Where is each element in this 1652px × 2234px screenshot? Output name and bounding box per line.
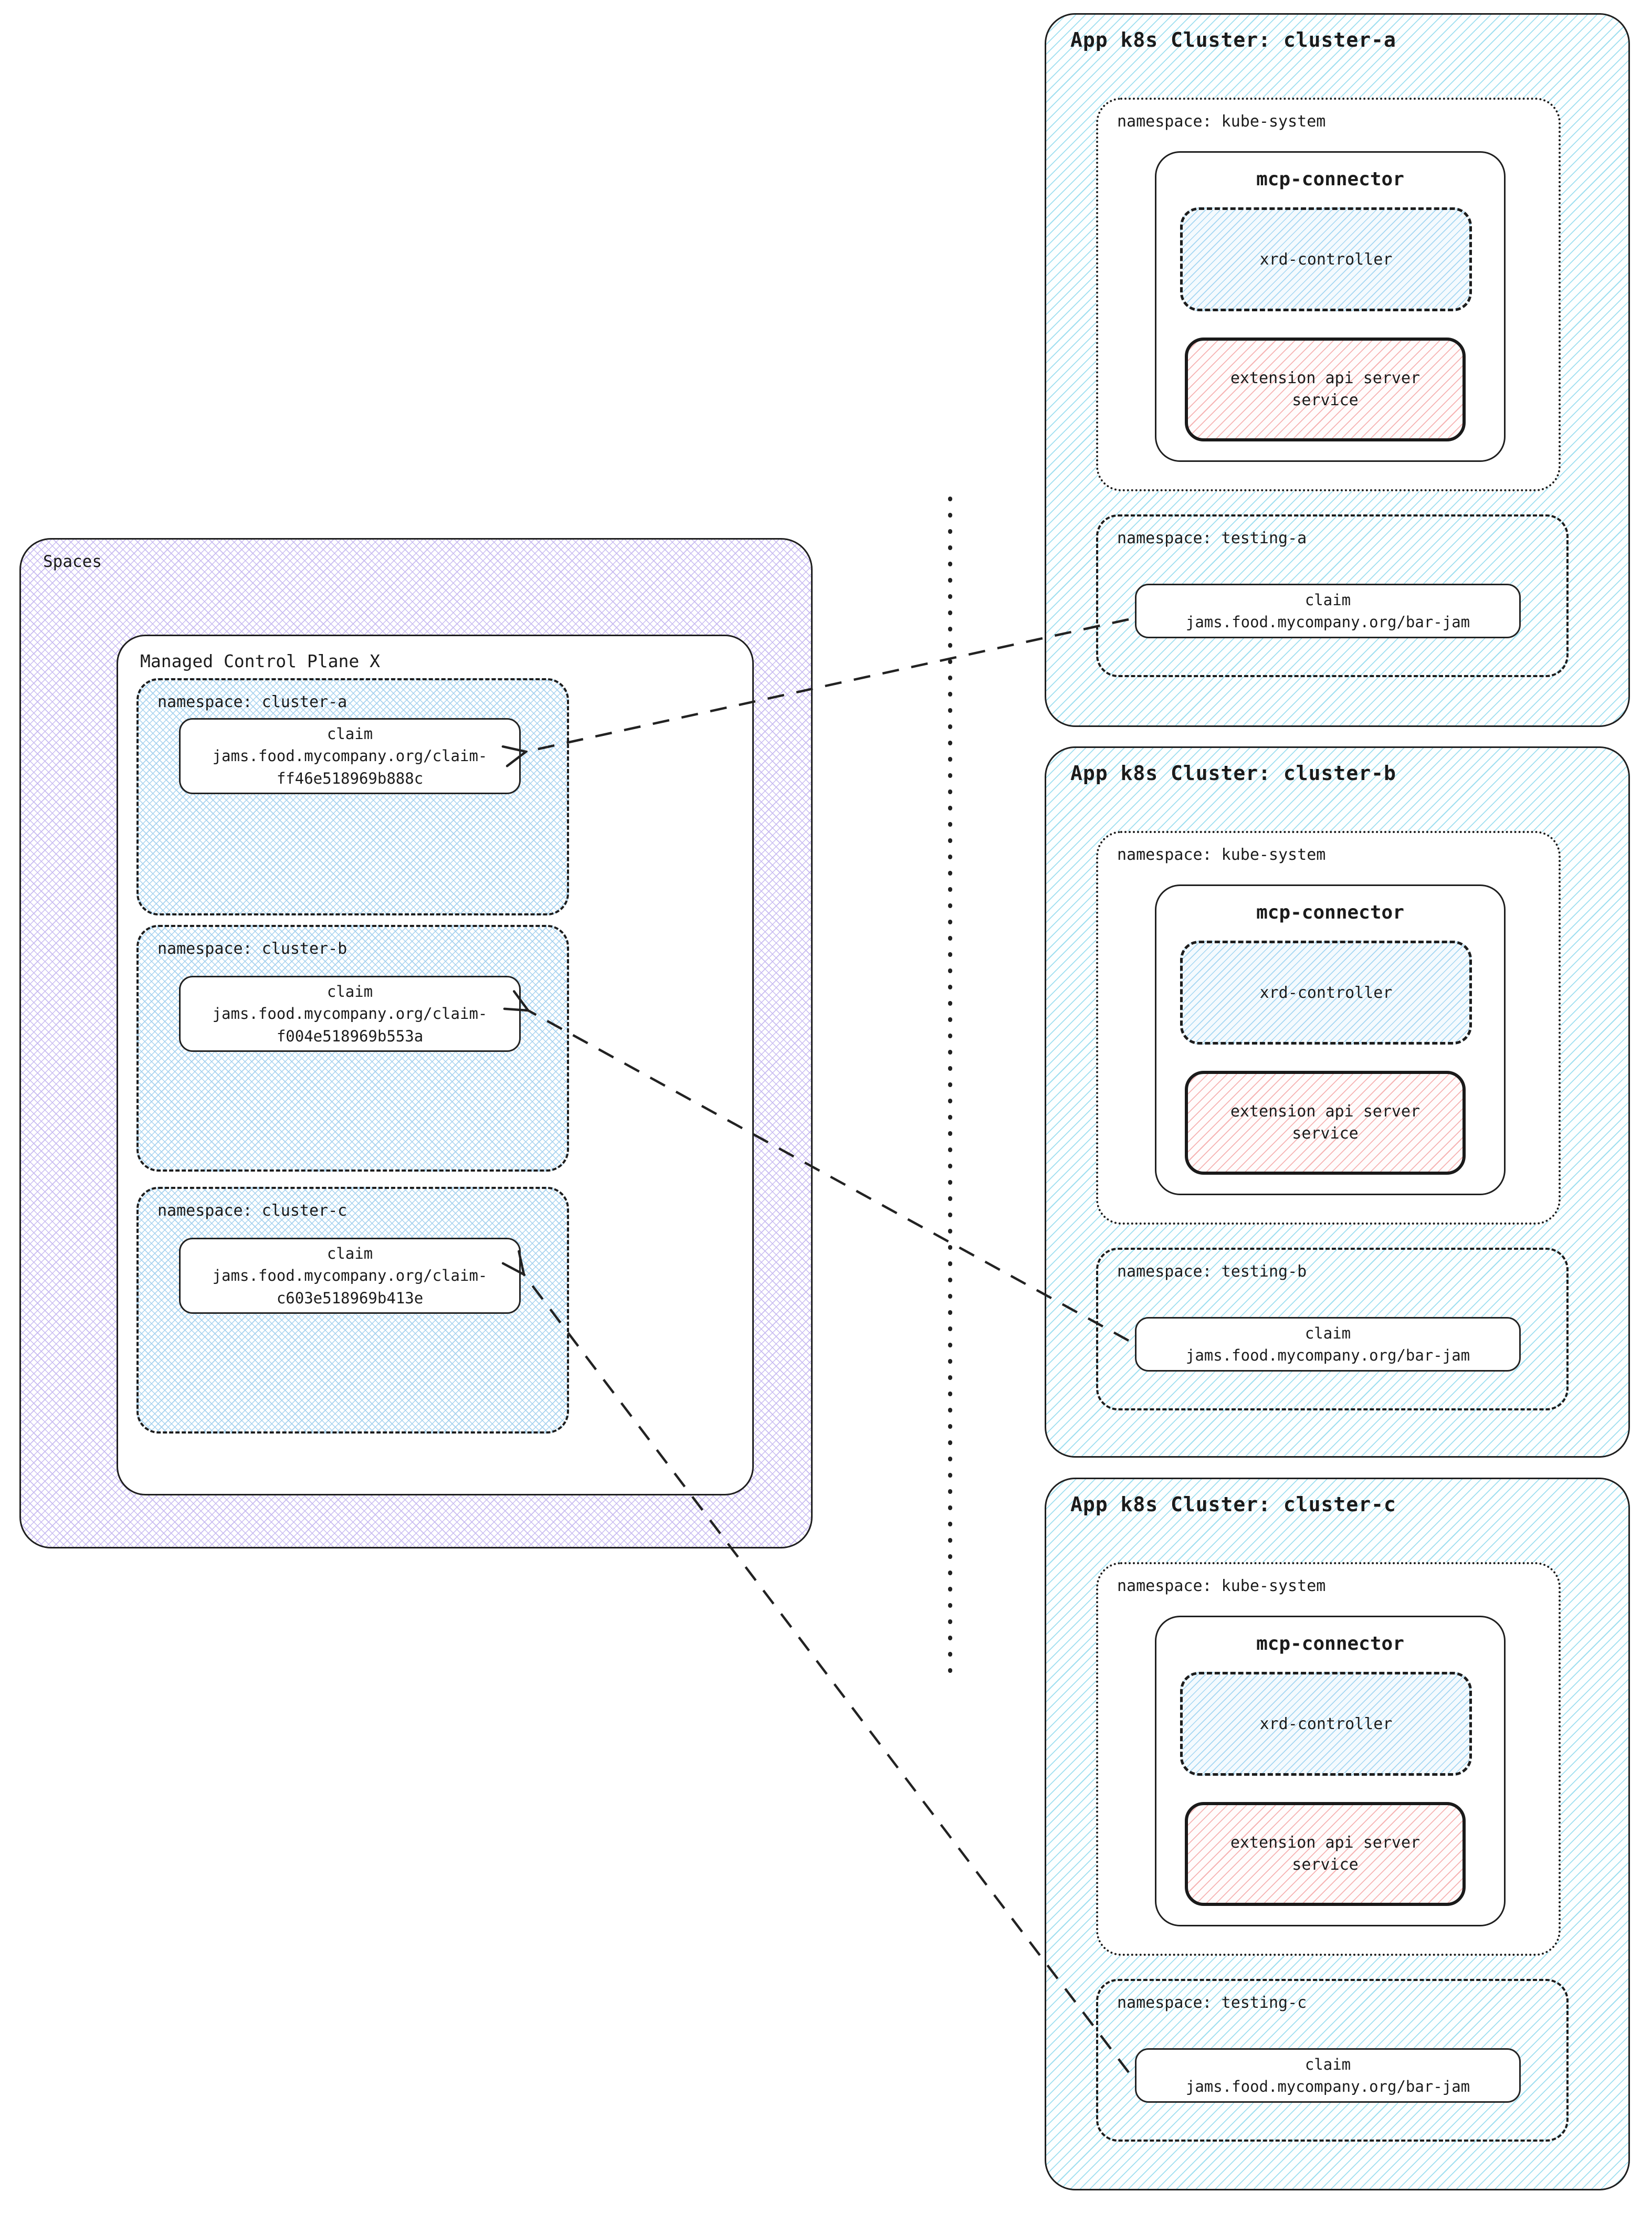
cluster-b-kube-system-namespace: namespace: kube-system mcp-connector xrd… — [1096, 831, 1561, 1225]
extension-line2: service — [1292, 1856, 1359, 1874]
extension-line2: service — [1292, 391, 1359, 409]
claim-line1: jams.food.mycompany.org/claim- — [212, 1005, 488, 1023]
mcp-connector-title: mcp-connector — [1256, 168, 1404, 190]
namespace-cluster-a-label: namespace: cluster-a — [157, 693, 348, 711]
cluster-a-mcp-connector: mcp-connector xrd-controller extension a… — [1155, 151, 1506, 462]
kube-system-label: namespace: kube-system — [1117, 846, 1326, 864]
cluster-a-title: App k8s Cluster: cluster-a — [1070, 28, 1396, 51]
cluster-c-mcp-connector: mcp-connector xrd-controller extension a… — [1155, 1616, 1506, 1926]
cluster-c-container: App k8s Cluster: cluster-c namespace: ku… — [1045, 1478, 1630, 2190]
cluster-b-title: App k8s Cluster: cluster-b — [1070, 762, 1396, 785]
mcp-connector-title: mcp-connector — [1256, 902, 1404, 923]
testing-c-label: namespace: testing-c — [1117, 1994, 1307, 2012]
cluster-b-bar-jam-claim: claim jams.food.mycompany.org/bar-jam — [1135, 1317, 1521, 1372]
cluster-c-bar-jam-claim: claim jams.food.mycompany.org/bar-jam — [1135, 2048, 1521, 2103]
spaces-title: Spaces — [43, 552, 102, 571]
cluster-a-bar-jam-claim: claim jams.food.mycompany.org/bar-jam — [1135, 584, 1521, 638]
claim-value: jams.food.mycompany.org/bar-jam — [1185, 613, 1470, 631]
claim-title: claim — [327, 983, 373, 1001]
claim-cluster-a: claim jams.food.mycompany.org/claim- ff4… — [179, 718, 521, 794]
cluster-a-container: App k8s Cluster: cluster-a namespace: ku… — [1045, 13, 1630, 727]
xrd-controller-label: xrd-controller — [1259, 983, 1393, 1002]
cluster-c-extension-api-server: extension api server service — [1185, 1802, 1466, 1906]
claim-cluster-b: claim jams.food.mycompany.org/claim- f00… — [179, 976, 521, 1052]
managed-control-plane-box: Managed Control Plane X namespace: clust… — [117, 635, 754, 1495]
claim-title: claim — [1304, 1324, 1351, 1342]
cluster-c-xrd-controller: xrd-controller — [1180, 1672, 1472, 1776]
cluster-a-kube-system-namespace: namespace: kube-system mcp-connector xrd… — [1096, 98, 1561, 491]
namespace-cluster-b: namespace: cluster-b claim jams.food.myc… — [136, 925, 569, 1172]
mcp-connector-title: mcp-connector — [1256, 1633, 1404, 1655]
claim-line2: f004e518969b553a — [276, 1027, 424, 1045]
namespace-cluster-c: namespace: cluster-c claim jams.food.myc… — [136, 1187, 569, 1434]
extension-line1: extension api server — [1230, 1102, 1420, 1121]
claim-value: jams.food.mycompany.org/bar-jam — [1185, 2078, 1470, 2095]
extension-line2: service — [1292, 1124, 1359, 1143]
claim-title: claim — [327, 1245, 373, 1263]
cluster-a-xrd-controller: xrd-controller — [1180, 207, 1472, 311]
kube-system-label: namespace: kube-system — [1117, 112, 1326, 131]
cluster-a-testing-namespace: namespace: testing-a claim jams.food.myc… — [1096, 514, 1569, 677]
extension-line1: extension api server — [1230, 369, 1420, 387]
testing-b-label: namespace: testing-b — [1117, 1262, 1307, 1281]
claim-line1: jams.food.mycompany.org/claim- — [212, 747, 488, 765]
cluster-b-mcp-connector: mcp-connector xrd-controller extension a… — [1155, 884, 1506, 1195]
spaces-container: Spaces Managed Control Plane X namespace… — [19, 538, 813, 1548]
cluster-c-testing-namespace: namespace: testing-c claim jams.food.myc… — [1096, 1979, 1569, 2142]
cluster-b-extension-api-server: extension api server service — [1185, 1071, 1466, 1175]
kube-system-label: namespace: kube-system — [1117, 1577, 1326, 1595]
claim-line2: ff46e518969b888c — [276, 769, 424, 787]
claim-line2: c603e518969b413e — [276, 1289, 424, 1307]
cluster-b-xrd-controller: xrd-controller — [1180, 941, 1472, 1045]
managed-control-plane-title: Managed Control Plane X — [140, 651, 380, 671]
claim-title: claim — [327, 725, 373, 743]
testing-a-label: namespace: testing-a — [1117, 529, 1307, 547]
cluster-b-testing-namespace: namespace: testing-b claim jams.food.myc… — [1096, 1248, 1569, 1410]
claim-title: claim — [1304, 591, 1351, 609]
namespace-cluster-c-label: namespace: cluster-c — [157, 1202, 348, 1220]
xrd-controller-label: xrd-controller — [1259, 1714, 1393, 1733]
xrd-controller-label: xrd-controller — [1259, 250, 1393, 269]
cluster-c-title: App k8s Cluster: cluster-c — [1070, 1493, 1396, 1516]
claim-line1: jams.food.mycompany.org/claim- — [212, 1267, 488, 1285]
cluster-a-extension-api-server: extension api server service — [1185, 338, 1466, 441]
claim-title: claim — [1304, 2055, 1351, 2073]
claim-value: jams.food.mycompany.org/bar-jam — [1185, 1346, 1470, 1364]
extension-line1: extension api server — [1230, 1833, 1420, 1852]
cluster-c-kube-system-namespace: namespace: kube-system mcp-connector xrd… — [1096, 1562, 1561, 1956]
claim-cluster-c: claim jams.food.mycompany.org/claim- c60… — [179, 1238, 521, 1314]
cluster-b-container: App k8s Cluster: cluster-b namespace: ku… — [1045, 746, 1630, 1458]
namespace-cluster-a: namespace: cluster-a claim jams.food.myc… — [136, 678, 569, 915]
namespace-cluster-b-label: namespace: cluster-b — [157, 940, 348, 958]
